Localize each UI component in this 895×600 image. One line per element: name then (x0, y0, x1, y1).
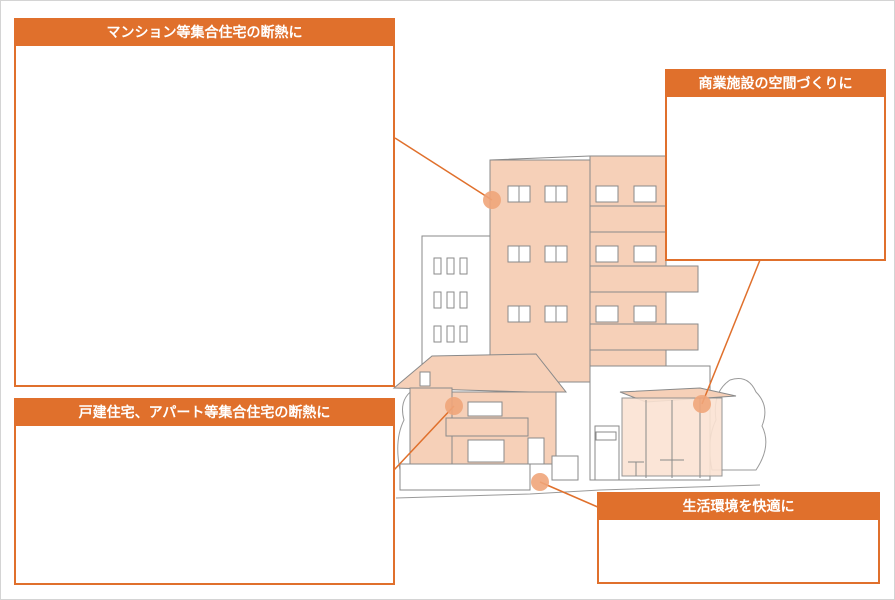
panel-commercial-title: 商業施設の空間づくりに (667, 71, 884, 97)
panel-house: 戸建住宅、アパート等集合住宅の断熱に (14, 398, 395, 585)
dot-marker-icon (693, 395, 711, 413)
house-building (392, 353, 579, 491)
connector-house (393, 405, 455, 471)
connector-mansion (394, 137, 493, 201)
connector-commercial (701, 259, 761, 405)
ground-line (395, 484, 761, 499)
cafe-storefront (619, 387, 737, 478)
dot-marker-icon (483, 191, 501, 209)
panel-house-body (16, 426, 393, 583)
connector-lines (393, 137, 761, 509)
back-white-building (421, 235, 491, 377)
panel-comfort-title: 生活環境を快適に (599, 494, 878, 520)
panel-mansion-title: マンション等集合住宅の断熱に (16, 20, 393, 46)
dot-marker-icon (531, 473, 549, 491)
panel-commercial: 商業施設の空間づくりに (665, 69, 886, 261)
panel-commercial-body (667, 97, 884, 259)
dot-marker-icon (445, 397, 463, 415)
panel-mansion-body (16, 46, 393, 385)
connector-comfort (539, 481, 601, 509)
panel-comfort: 生活環境を快適に (597, 492, 880, 584)
panel-house-title: 戸建住宅、アパート等集合住宅の断熱に (16, 400, 393, 426)
panel-mansion: マンション等集合住宅の断熱に (14, 18, 395, 387)
panel-comfort-body (599, 520, 878, 582)
